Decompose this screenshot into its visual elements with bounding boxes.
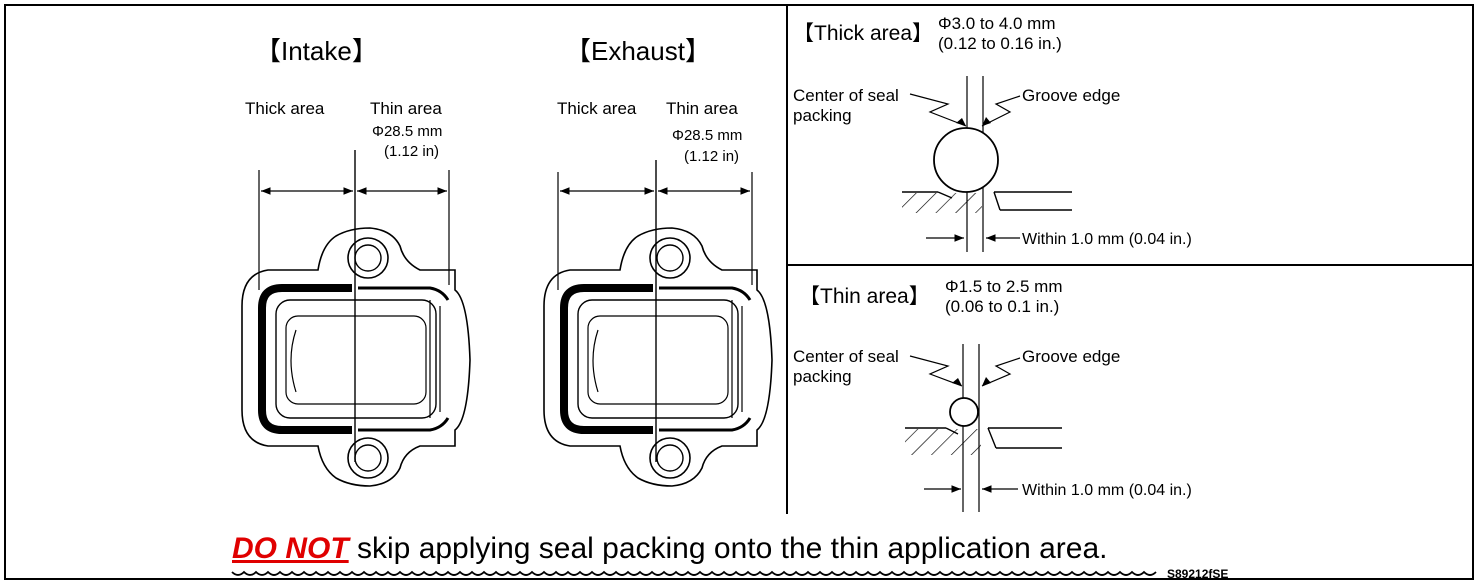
intake-bolt-hole-top — [347, 237, 389, 279]
exhaust-thin-dia: Φ28.5 mm — [672, 127, 742, 144]
thin-detail-dia-in: (0.06 to 0.1 in.) — [945, 297, 1059, 316]
exhaust-inner-port — [587, 315, 729, 405]
thin-center-label-2: packing — [793, 367, 852, 386]
intake-thin-dia-in: (1.12 in) — [384, 143, 439, 160]
exhaust-housing-outline — [543, 227, 773, 487]
thin-groove-label: Groove edge — [1022, 347, 1120, 366]
exhaust-title: 【Exhaust】 — [565, 36, 711, 66]
exhaust-bolt-hole-top-inner — [656, 244, 684, 272]
diagram-svg: 【Intake】 Thick area Thin area Φ28.5 mm (… — [4, 4, 1474, 580]
exhaust-bolt-hole-top — [649, 237, 691, 279]
thin-within-label: Within 1.0 mm (0.04 in.) — [1022, 482, 1192, 499]
thick-hatch-area — [902, 193, 982, 213]
intake-housing-outline — [241, 227, 471, 487]
thin-center-leader — [909, 355, 963, 387]
warning-emphasis: DO NOT — [232, 532, 351, 565]
intake-thin-label: Thin area — [370, 99, 442, 118]
warning-wavy-underline — [231, 570, 1157, 576]
intake-bolt-hole-bottom — [347, 437, 389, 479]
intake-thick-label: Thick area — [245, 99, 325, 118]
thick-center-label-2: packing — [793, 106, 852, 125]
figure-code: S89212fSE — [1167, 567, 1228, 580]
thick-detail-dia-in: (0.12 to 0.16 in.) — [938, 34, 1062, 53]
thick-seal-bead — [933, 127, 999, 193]
exhaust-inner-flange — [577, 299, 739, 419]
intake-title: 【Intake】 — [255, 36, 378, 66]
thick-detail-dia: Φ3.0 to 4.0 mm — [938, 14, 1056, 33]
exhaust-seal-thick — [560, 284, 653, 434]
intake-inner-flange — [275, 299, 437, 419]
intake-bolt-hole-bottom-inner — [354, 444, 382, 472]
exhaust-thin-dia-in: (1.12 in) — [684, 148, 739, 165]
intake-view: 【Intake】 Thick area Thin area Φ28.5 mm (… — [241, 36, 471, 487]
warning-text: DO NOT skip applying seal packing onto t… — [232, 532, 1108, 565]
thick-flange-surface — [902, 191, 1072, 211]
thick-center-label-1: Center of seal — [793, 86, 899, 105]
thick-center-arrowhead — [956, 118, 966, 126]
exhaust-port-left-curve — [592, 329, 599, 393]
thin-center-label-1: Center of seal — [793, 347, 899, 366]
exhaust-port-right-wall — [731, 300, 743, 418]
thin-hatch-area — [905, 429, 981, 455]
intake-port-right-wall — [429, 300, 441, 418]
thin-detail-title: 【Thin area】 — [799, 285, 930, 308]
exhaust-bolt-hole-bottom-inner — [656, 444, 684, 472]
thin-flange-surface — [905, 427, 1062, 449]
thick-within-label: Within 1.0 mm (0.04 in.) — [1022, 231, 1192, 248]
thin-center-arrowhead — [952, 378, 962, 386]
outer-border — [4, 4, 1474, 580]
thin-groove-leader — [981, 357, 1021, 387]
thick-detail-title: 【Thick area】 — [793, 22, 933, 45]
exhaust-thick-label: Thick area — [557, 99, 637, 118]
thick-groove-arrowhead — [982, 117, 991, 126]
thin-detail-dia: Φ1.5 to 2.5 mm — [945, 277, 1063, 296]
intake-thin-dia: Φ28.5 mm — [372, 123, 442, 140]
intake-seal-thick — [258, 284, 352, 434]
intake-inner-port — [285, 315, 427, 405]
thick-groove-leader — [981, 95, 1021, 127]
intake-bolt-hole-top-inner — [354, 244, 382, 272]
thin-groove-arrowhead — [982, 377, 991, 386]
exhaust-view: 【Exhaust】 Thick area Thin area Φ28.5 mm … — [543, 36, 773, 487]
intake-port-left-curve — [290, 329, 297, 393]
thick-groove-label: Groove edge — [1022, 86, 1120, 105]
thin-area-detail: 【Thin area】 Φ1.5 to 2.5 mm (0.06 to 0.1 … — [793, 277, 1192, 512]
thin-seal-bead — [949, 397, 979, 427]
exhaust-seal-thin — [659, 286, 752, 432]
exhaust-bolt-hole-bottom — [649, 437, 691, 479]
exhaust-thin-label: Thin area — [666, 99, 738, 118]
thick-center-leader — [909, 93, 967, 127]
thick-area-detail: 【Thick area】 Φ3.0 to 4.0 mm (0.12 to 0.1… — [793, 14, 1192, 252]
intake-seal-thin — [358, 286, 450, 432]
warning-body: skip applying seal packing onto the thin… — [349, 532, 1108, 565]
